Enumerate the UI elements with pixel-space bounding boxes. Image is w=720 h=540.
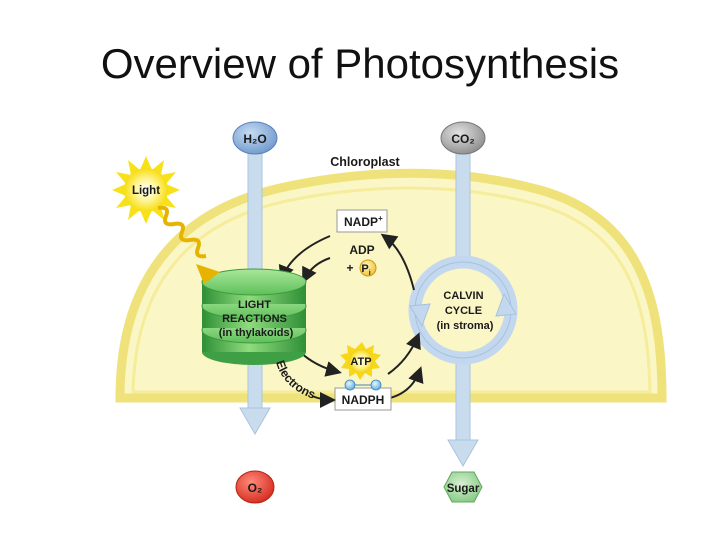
light-label: Light: [132, 185, 160, 197]
svg-text:CALVIN CYCLE (in strom: CALVIN CYCLE (in stroma): [437, 290, 494, 332]
carbon-dioxide-input: CO₂: [440, 121, 486, 155]
light-burst: [112, 156, 180, 224]
svg-text:LIGHT REACTIONS (in th: LIGHT REACTIONS (in thylakoids): [219, 299, 294, 339]
plus-sign: +: [346, 261, 353, 275]
chloroplast-label: Chloroplast: [330, 155, 400, 169]
phosphate-label: P: [361, 263, 368, 275]
calvin-cycle-line-3: (in stroma): [437, 320, 494, 332]
light-reactions-line-3: (in thylakoids): [219, 327, 294, 339]
oxygen-output: O₂: [235, 470, 275, 504]
nadp-label: NADP: [344, 215, 378, 229]
light-reactions-line-2: REACTIONS: [222, 313, 287, 325]
oxygen-label: O₂: [248, 481, 263, 495]
nadp-box: NADP+: [336, 209, 388, 233]
phosphate-subscript: i: [369, 270, 371, 277]
svg-text:NADP+: NADP+: [344, 214, 383, 229]
svg-text:Pi: Pi: [361, 263, 370, 277]
light-ray: [157, 205, 220, 284]
sugar-output: Sugar: [443, 471, 483, 503]
atp-label: ATP: [350, 356, 371, 368]
calvin-cycle-ring: [408, 255, 518, 365]
atp-burst: ATP: [340, 342, 381, 380]
water-label: H₂O: [243, 132, 266, 146]
light-reactions-line-1: LIGHT: [238, 299, 271, 311]
electron-arrow: [311, 391, 336, 408]
electron-bead-icon: [370, 379, 382, 391]
calvin-cycle-line-2: CYCLE: [445, 305, 482, 317]
sugar-label: Sugar: [447, 483, 480, 495]
phosphate-badge: Pi: [359, 259, 377, 277]
nadp-superscript: +: [378, 214, 383, 223]
chloroplast: [115, 168, 667, 403]
slide-title: Overview of Photosynthesis: [100, 40, 620, 87]
thylakoid-stack: [201, 268, 307, 365]
calvin-cycle-line-1: CALVIN: [443, 290, 483, 302]
nadph-label: NADPH: [342, 393, 385, 407]
adp-label: ADP: [349, 243, 374, 257]
carbon-dioxide-label: CO₂: [451, 132, 474, 146]
electron-bead-icon: [344, 379, 356, 391]
water-input: H₂O: [232, 121, 278, 155]
